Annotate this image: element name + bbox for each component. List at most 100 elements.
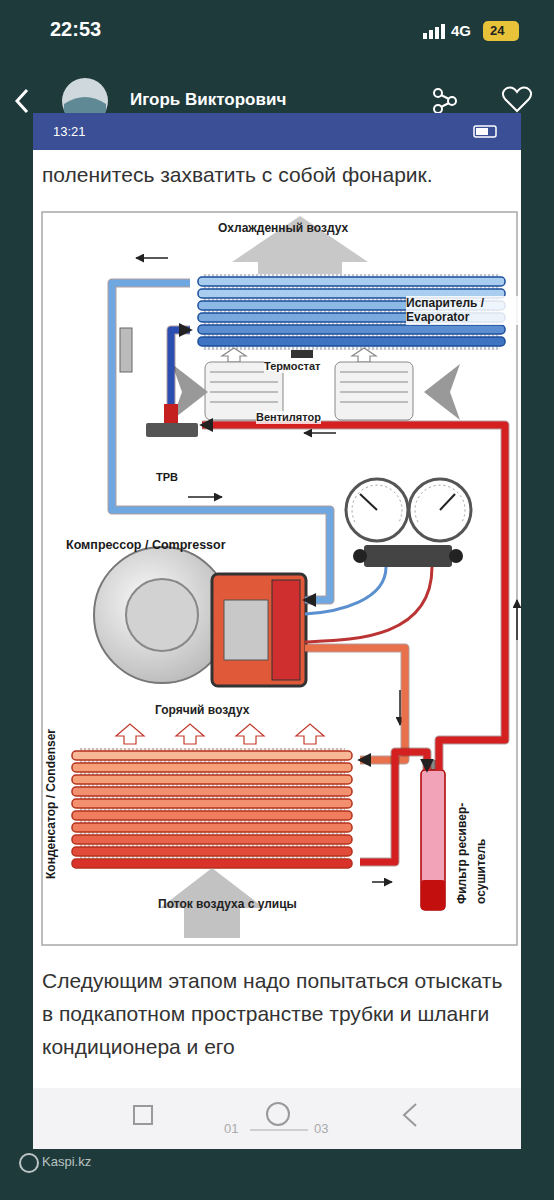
signal-icon xyxy=(429,30,433,39)
nav-icon xyxy=(267,1103,289,1125)
refrigerant-pipe xyxy=(171,330,190,404)
air-label: Горячий воздух xyxy=(155,703,249,717)
gauge-set xyxy=(415,485,465,522)
flow-arrow xyxy=(516,600,518,640)
air-arrows-small xyxy=(176,724,204,744)
expansion-valve xyxy=(120,328,198,437)
gauge-set xyxy=(449,549,463,563)
signal-icon xyxy=(435,27,439,39)
condenser: Конденсатор / Condenser xyxy=(42,740,360,875)
part-name: Испаритель / Evaporator xyxy=(406,296,518,325)
author-name: Игорь Викторович xyxy=(130,90,286,110)
receiver-dryer xyxy=(421,760,445,910)
part-name: ТРВ xyxy=(156,471,178,484)
inner-battery xyxy=(476,128,488,135)
refrigerant-pipe xyxy=(305,648,405,760)
air-arrows-small xyxy=(296,724,324,744)
condenser-coil xyxy=(72,823,352,832)
gauge-set xyxy=(353,549,367,563)
condenser-coil xyxy=(72,751,352,760)
share-icon xyxy=(441,103,449,107)
part-name: Компрессор / Compressor xyxy=(66,538,226,553)
refrigerant-pipe xyxy=(112,283,330,600)
compressor-symbol xyxy=(94,547,306,686)
signal-icon xyxy=(423,24,445,39)
network-label: 4G xyxy=(451,22,471,40)
inner-battery xyxy=(474,126,496,137)
fan-symbol xyxy=(340,382,408,383)
battery-level: 24 xyxy=(490,23,504,39)
fan-symbol xyxy=(340,372,408,373)
signal-icon xyxy=(441,24,445,39)
page-number: 01 xyxy=(224,1121,238,1137)
evaporator-coil xyxy=(198,277,505,286)
flow-arrow xyxy=(372,881,392,883)
share-icon xyxy=(434,89,456,113)
refrigerant-pipe xyxy=(171,330,190,404)
refrigerant-pipe xyxy=(112,283,330,600)
gauge-set xyxy=(440,494,455,510)
gauge-set xyxy=(346,479,408,541)
refrigerant-pipe xyxy=(360,752,427,862)
inner-status-time: 13:21 xyxy=(53,124,86,140)
heart-icon xyxy=(503,88,531,112)
fan-symbol xyxy=(210,382,278,383)
fan-symbol xyxy=(210,392,278,393)
thermostat-symbol xyxy=(291,350,313,358)
condenser-coil xyxy=(72,775,352,784)
compressor-symbol xyxy=(212,574,306,686)
part-name: Фильтр ресивер-осушитель xyxy=(453,764,491,904)
air-arrows-small xyxy=(352,348,376,362)
part-label: Термостат xyxy=(264,360,320,373)
condenser-coil xyxy=(72,748,352,868)
evaporator-coil xyxy=(198,325,505,334)
refrigerant-pipe xyxy=(202,425,505,770)
air-arrows-small xyxy=(222,348,246,362)
receiver-dryer xyxy=(421,770,445,910)
inner-status-bar xyxy=(33,113,521,150)
air-arrow xyxy=(424,364,460,420)
battery-icon xyxy=(483,21,519,41)
evaporator-coil xyxy=(198,337,505,346)
compressor-symbol xyxy=(224,600,268,660)
expansion-valve xyxy=(120,328,132,372)
gauge-set xyxy=(352,485,402,522)
compressor: Компрессор / Compressor xyxy=(60,538,305,693)
receiver-dryer xyxy=(421,880,445,910)
condenser-coil xyxy=(72,799,352,808)
flow-arrow xyxy=(304,432,336,434)
air-label: Поток воздуха с улицы xyxy=(158,897,297,911)
article-text: Следующим этапом надо попытаться отыскат… xyxy=(42,964,514,1063)
refrigerant-pipe xyxy=(360,752,427,862)
inner-battery xyxy=(474,126,496,137)
refrigerant-pipe xyxy=(305,648,405,760)
article-text: поленитесь захватить с собой фонарик. xyxy=(42,162,433,187)
fan-symbol xyxy=(340,392,408,393)
refrigerant-pipe xyxy=(171,330,190,404)
refrigerant-pipe xyxy=(360,752,427,862)
evaporator: Испаритель / Evaporator xyxy=(190,268,520,356)
flow-arrow xyxy=(136,257,168,259)
nav-icon xyxy=(134,1106,152,1124)
gauge-set xyxy=(364,545,452,567)
compressor-symbol xyxy=(272,580,300,680)
condenser-coil xyxy=(72,811,352,820)
refrigerant-pipe xyxy=(202,425,505,770)
inner-nav-bar xyxy=(33,1088,521,1149)
watermark: Kaspi.kz xyxy=(42,1154,91,1170)
page-number: 03 xyxy=(314,1121,328,1137)
refrigerant-pipe xyxy=(112,283,330,600)
compressor-symbol xyxy=(126,579,198,651)
back-arrow xyxy=(17,90,27,112)
share-icon xyxy=(441,95,449,99)
condenser-coil xyxy=(72,787,352,796)
signal-icon xyxy=(423,33,427,39)
kaspi-logo xyxy=(20,1154,38,1172)
part-label: Вентилятор xyxy=(256,411,321,424)
condenser-coil xyxy=(72,763,352,772)
status-time: 22:53 xyxy=(50,17,101,41)
refrigerant-pipe xyxy=(305,648,405,760)
part-name: Конденсатор / Condenser xyxy=(44,720,58,888)
page-indicator xyxy=(250,1130,308,1131)
